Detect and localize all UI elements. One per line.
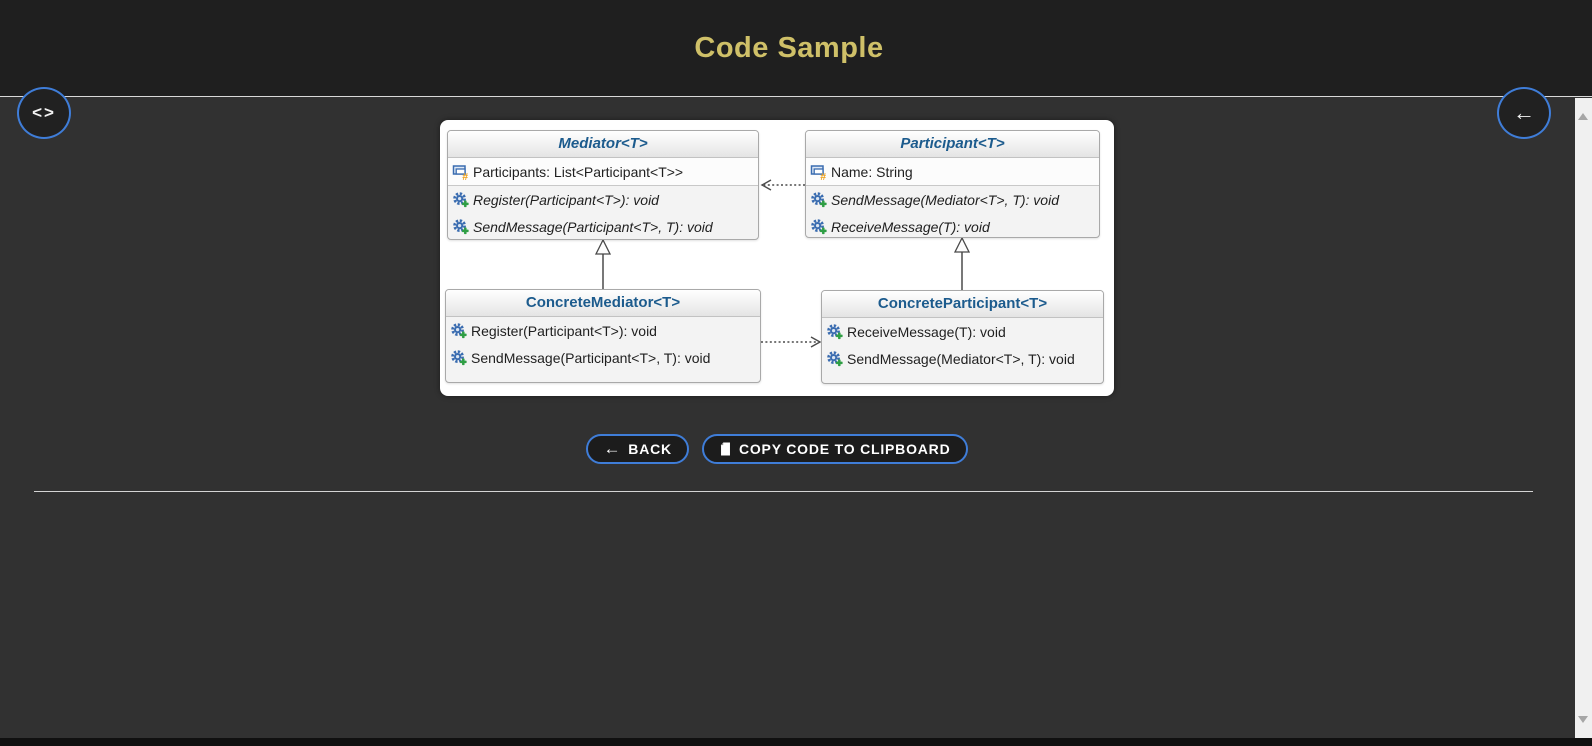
page-header: Code Sample (0, 0, 1592, 97)
class-method-row: SendMessage(Mediator<T>, T): void (806, 186, 1099, 213)
class-method-row: SendMessage(Mediator<T>, T): void (822, 345, 1103, 372)
uml-diagram-panel: Mediator<T> Participants: List<Participa… (440, 120, 1114, 396)
class-methods-section: Register(Participant<T>): void SendMessa… (446, 317, 760, 371)
field-icon (810, 163, 828, 181)
class-method-row: Register(Participant<T>): void (448, 186, 758, 213)
class-field-row: Participants: List<Participant<T>> (448, 158, 758, 185)
class-name: Mediator<T> (448, 131, 758, 158)
bottom-edge-bar (0, 738, 1592, 746)
field-icon (452, 163, 470, 181)
class-box-mediator[interactable]: Mediator<T> Participants: List<Participa… (447, 130, 759, 240)
document-icon (719, 441, 732, 457)
class-box-concrete-mediator[interactable]: ConcreteMediator<T> Register(Participant… (445, 289, 761, 383)
back-fab-button[interactable]: ← (1497, 87, 1551, 139)
method-icon (450, 322, 468, 340)
method-text: Register(Participant<T>): void (473, 191, 659, 208)
method-icon (810, 191, 828, 209)
class-name: Participant<T> (806, 131, 1099, 158)
class-methods-section: Register(Participant<T>): void SendMessa… (448, 185, 758, 240)
back-arrow-icon: ← (1513, 100, 1535, 125)
horizontal-divider (34, 491, 1533, 492)
vertical-scrollbar[interactable] (1575, 98, 1592, 738)
class-method-row: Register(Participant<T>): void (446, 317, 760, 344)
back-arrow-icon: ← (603, 439, 622, 458)
action-bar: ← BACK COPY CODE TO CLIPBOARD (440, 434, 1114, 464)
code-icon: <> (32, 103, 56, 122)
method-icon (452, 218, 470, 236)
method-icon (826, 350, 844, 368)
field-text: Name: String (831, 163, 913, 180)
method-icon (810, 218, 828, 236)
scroll-up-icon[interactable] (1578, 113, 1588, 120)
class-method-row: SendMessage(Participant<T>, T): void (446, 344, 760, 371)
class-methods-section: ReceiveMessage(T): void SendMessage(Medi… (822, 318, 1103, 372)
method-icon (826, 323, 844, 341)
copy-code-button[interactable]: COPY CODE TO CLIPBOARD (701, 434, 968, 464)
class-methods-section: SendMessage(Mediator<T>, T): void Receiv… (806, 185, 1099, 238)
method-text: SendMessage(Mediator<T>, T): void (847, 350, 1075, 367)
method-text: Register(Participant<T>): void (471, 322, 657, 339)
page-title: Code Sample (694, 31, 884, 64)
method-icon (450, 349, 468, 367)
class-method-row: ReceiveMessage(T): void (806, 213, 1099, 238)
class-box-concrete-participant[interactable]: ConcreteParticipant<T> ReceiveMessage(T)… (821, 290, 1104, 384)
back-button-label: BACK (628, 441, 672, 457)
copy-button-label: COPY CODE TO CLIPBOARD (738, 441, 951, 457)
method-text: ReceiveMessage(T): void (847, 323, 1006, 340)
method-text: SendMessage(Participant<T>, T): void (471, 349, 711, 366)
class-box-participant[interactable]: Participant<T> Name: String SendMessage(… (805, 130, 1100, 238)
class-name: ConcreteMediator<T> (446, 290, 760, 317)
back-button[interactable]: ← BACK (586, 434, 689, 464)
method-text: SendMessage(Participant<T>, T): void (473, 218, 713, 235)
class-method-row: ReceiveMessage(T): void (822, 318, 1103, 345)
field-text: Participants: List<Participant<T>> (473, 163, 684, 180)
view-code-button[interactable]: <> (17, 87, 71, 139)
class-method-row: SendMessage(Participant<T>, T): void (448, 213, 758, 240)
class-name: ConcreteParticipant<T> (822, 291, 1103, 318)
class-field-row: Name: String (806, 158, 1099, 185)
scroll-down-icon[interactable] (1578, 716, 1588, 723)
method-text: SendMessage(Mediator<T>, T): void (831, 191, 1059, 208)
method-icon (452, 191, 470, 209)
method-text: ReceiveMessage(T): void (831, 218, 990, 235)
